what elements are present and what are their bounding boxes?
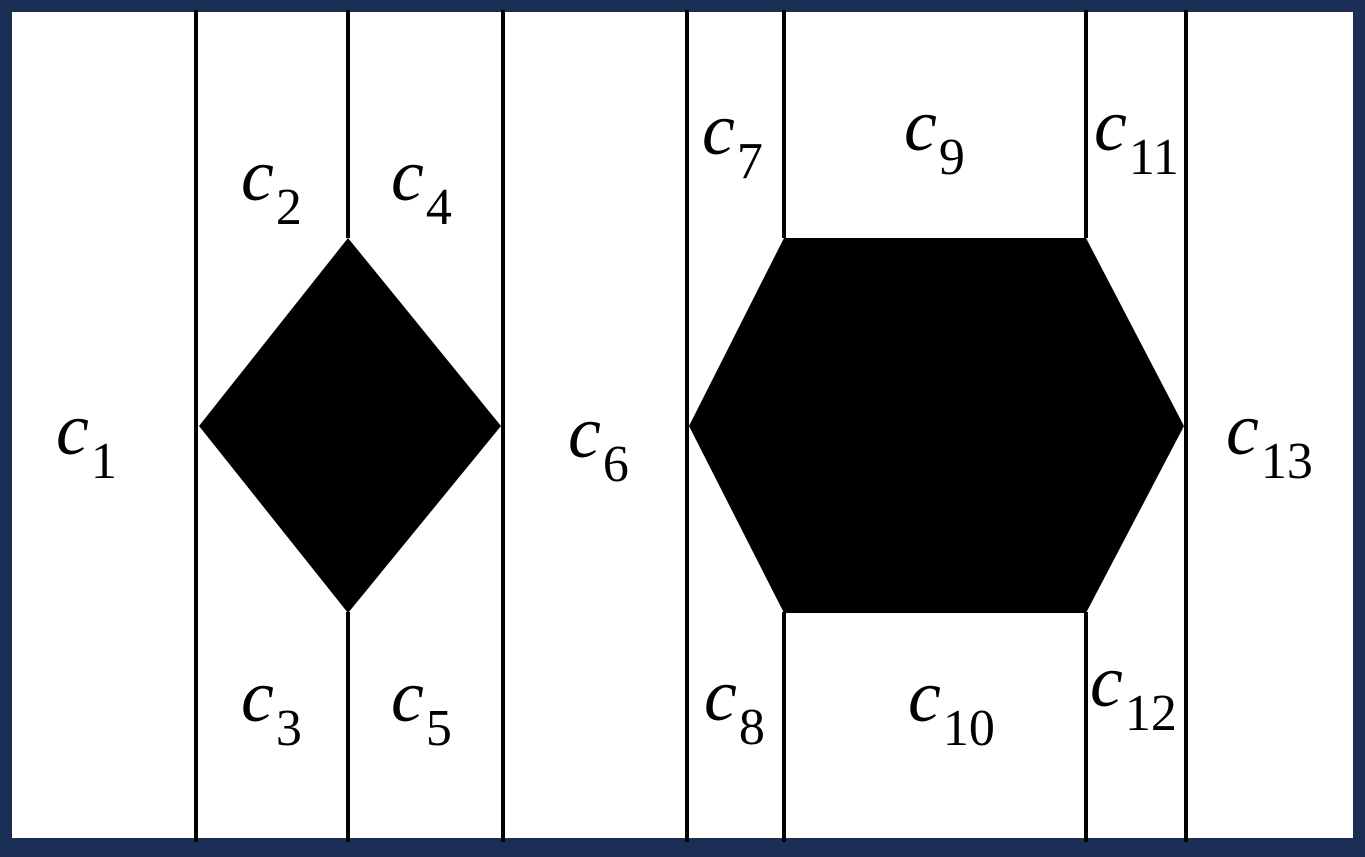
cell-label: c4 (391, 135, 452, 236)
cell-label: c2 (241, 135, 302, 236)
diamond-shape (199, 238, 501, 613)
cell-label: c9 (904, 85, 965, 186)
cell-label: c10 (908, 656, 995, 757)
partial-divider-lines (346, 10, 1088, 842)
cell-label: c1 (56, 389, 117, 490)
cell-label: c6 (568, 392, 629, 493)
cell-label: c8 (704, 655, 765, 756)
cell-labels: c1 c2 c3 c4 c5 c6 c7 c8 (56, 85, 1313, 757)
cell-label: c3 (241, 656, 302, 757)
full-divider-lines (194, 10, 1188, 842)
cell-label: c5 (391, 656, 452, 757)
hexagon-shape (689, 238, 1184, 613)
cell-label: c7 (702, 89, 763, 190)
cell-label: c13 (1226, 389, 1313, 490)
cell-label: c11 (1094, 85, 1179, 186)
cell-label: c12 (1090, 641, 1177, 742)
